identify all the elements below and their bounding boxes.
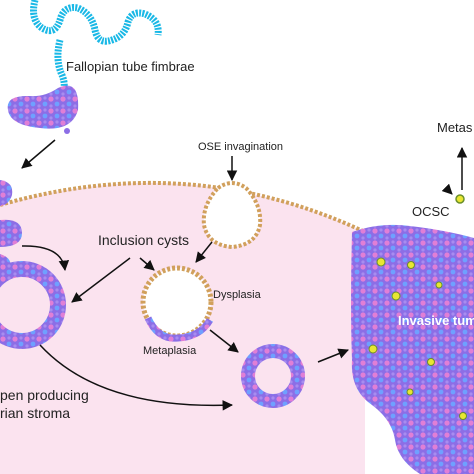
arrow-ocsc (441, 183, 453, 195)
arrow-cyst-to-tumor (317, 348, 349, 363)
label-metaplasia: Metaplasia (143, 345, 197, 357)
dysplasia-cyst (140, 265, 214, 339)
ose-surface-epithelium (0, 180, 366, 234)
ocsc-cell (455, 194, 465, 204)
invagination-cyst (201, 181, 263, 250)
shed-cell (64, 128, 70, 134)
arrow-fimbrae-to-ose (21, 139, 56, 169)
middle-malignant-cyst (241, 344, 305, 408)
label-invasive-tumor: Invasive tum (398, 313, 474, 328)
arrow-dysplasia-to-cyst (209, 329, 239, 353)
left-malignant-cyst (0, 261, 66, 349)
arrow-left-cyst-to-middle (39, 344, 234, 411)
fallopian-tube-fimbrae (30, 0, 162, 101)
label-inclusion-cysts: Inclusion cysts (98, 232, 189, 248)
label-fallopian-tube-fimbrae: Fallopian tube fimbrae (66, 59, 195, 74)
arrow-cyst-to-left-cyst (21, 245, 70, 272)
arrow-inclusion-to-left (71, 257, 131, 303)
arrow-invagination-to-dysplasia (195, 241, 213, 263)
edge-cluster-top (0, 180, 13, 206)
label-estrogen-line1: pen producing (0, 387, 89, 403)
tumor-stem-cells (368, 257, 467, 420)
arrow-inclusion-to-dysplasia (139, 257, 155, 271)
invasive-tumor-mass (351, 224, 474, 474)
label-ose-invagination: OSE invagination (198, 141, 283, 153)
label-dysplasia: Dysplasia (213, 289, 262, 301)
dysplasia-metaplasia-patch (144, 316, 214, 342)
fimbrae-tumor-clump (7, 85, 79, 129)
label-estrogen-line2: rian stroma (0, 405, 70, 421)
left-cell-clump (0, 254, 11, 279)
label-metastasis: Metas (437, 120, 473, 135)
label-ocsc: OCSC (412, 204, 450, 219)
edge-cluster-mid (0, 219, 22, 247)
